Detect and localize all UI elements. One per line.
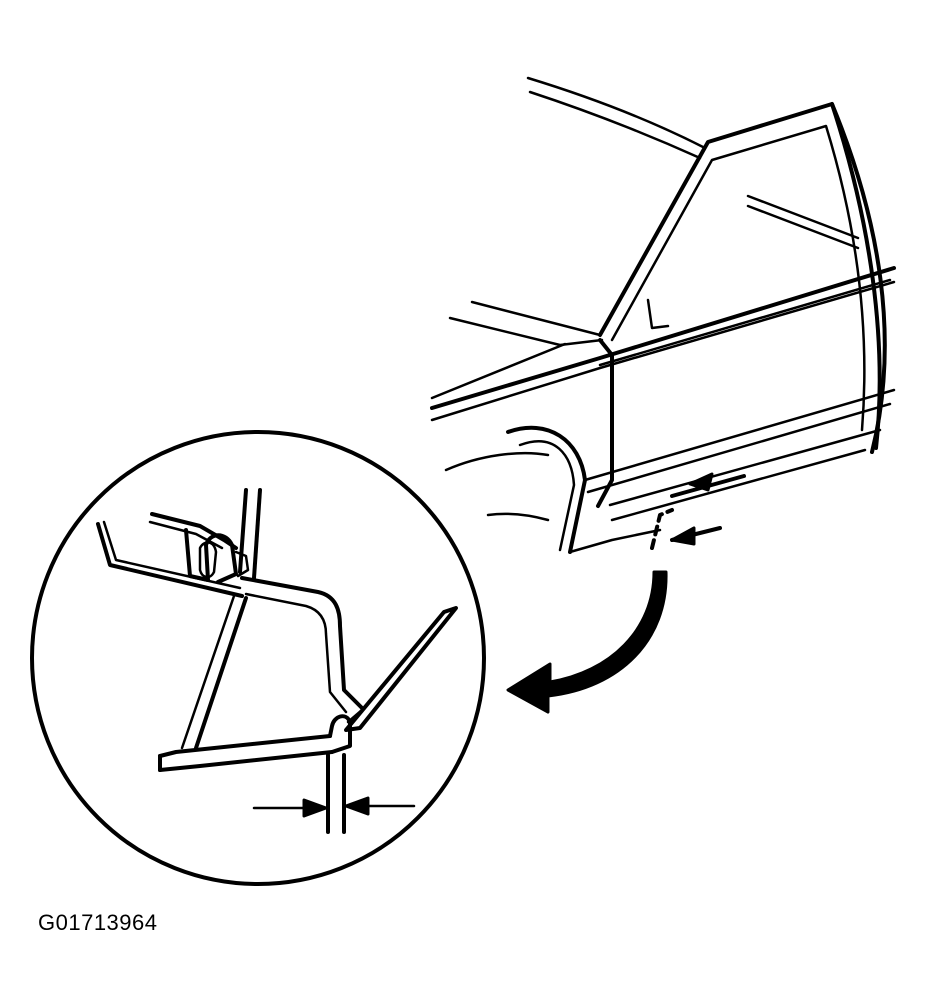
wheel-arch-outer <box>506 425 587 554</box>
seal-clip-detail <box>198 541 218 579</box>
wheel-arch-inner <box>518 440 576 552</box>
glass-channel-left <box>238 488 248 574</box>
door-lower-panel-2 <box>586 402 892 494</box>
inner-panel-flange <box>96 522 244 598</box>
seal-location-marker <box>650 508 674 550</box>
door-rocker-1 <box>608 428 882 507</box>
lower-panel-bottom <box>158 734 332 758</box>
hood-edge <box>430 342 567 400</box>
callout-arrow-shape <box>506 570 668 714</box>
door-lower-panel-1 <box>583 388 896 482</box>
detail-circle <box>30 430 486 886</box>
roof-line <box>526 76 707 150</box>
window-divider <box>746 194 860 240</box>
door-rocker-2 <box>610 448 867 522</box>
diagonal-brace <box>194 596 248 750</box>
window-divider-2 <box>746 204 860 250</box>
glass-channel-right <box>252 488 262 580</box>
rocker-bottom <box>568 528 662 554</box>
diagonal-brace-2 <box>180 594 236 750</box>
detail-inset <box>30 430 486 886</box>
outer-panel-profile <box>240 576 364 710</box>
door-arrow-lower <box>670 526 722 546</box>
fender-curve <box>444 451 550 472</box>
callout-arrow <box>506 570 668 714</box>
door-frame-inner <box>610 124 866 432</box>
gap-arrow-left <box>252 798 328 818</box>
door-frame-outer <box>598 102 882 450</box>
belt-line-lower <box>430 280 896 422</box>
seal-clip <box>184 528 238 584</box>
rocker-panel <box>344 606 458 732</box>
outer-panel-profile-inner <box>244 592 348 714</box>
hood-line-lower <box>448 316 604 347</box>
roof-line-inner <box>528 90 702 160</box>
vent-window <box>646 298 670 330</box>
lower-panel-bottom-2 <box>158 750 334 772</box>
seal-retainer <box>150 512 238 550</box>
figure-id-label: G01713964 <box>38 910 158 935</box>
vehicle-body <box>430 76 896 554</box>
gap-arrow-right <box>344 796 416 816</box>
door-arrow-upper <box>670 472 746 498</box>
belt-line-upper <box>430 266 896 410</box>
fender-curve-lower <box>486 512 550 522</box>
door-rear-edge <box>830 102 887 454</box>
hem-fold <box>328 714 352 754</box>
door-crease-upper <box>598 278 892 367</box>
door-front-edge <box>596 338 614 508</box>
hood-line-upper <box>470 300 602 337</box>
